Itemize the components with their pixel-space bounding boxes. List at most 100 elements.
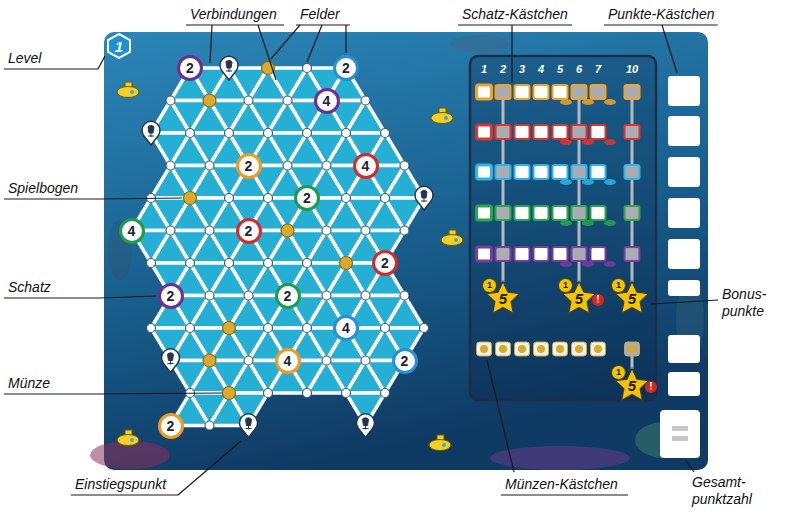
callout-label: Münzen-Kästchen [505,476,618,493]
level-number: 1 [115,38,123,55]
submarine-hull [429,440,451,451]
submarine-hull [117,435,139,446]
score-box [668,280,700,296]
leader-line [651,300,718,304]
leader-line [210,25,212,63]
treasure-box [515,206,530,220]
treasure-box [553,165,568,179]
label-underline [296,24,350,25]
entry-pin [415,186,433,210]
treasure-gem [604,220,616,226]
field [186,324,195,333]
leader-line [307,25,322,62]
treasure-box [477,206,492,220]
leader-line [271,25,300,59]
leader-line [178,441,241,495]
treasure-gem [604,179,616,185]
bonus-count: 1 [611,365,626,380]
coins [184,62,353,400]
coin-box [572,342,587,356]
column-number: 6 [569,63,589,76]
treasure-token: 4 [275,348,301,374]
entry-point [142,121,160,145]
column-number: 5 [550,63,570,76]
coin [203,354,216,367]
submarine [431,108,453,124]
submarine-window [130,438,134,442]
treasure-token: 2 [372,250,398,276]
treasure-box [625,125,640,139]
label-underline [186,24,284,25]
bonus-points: 5 [485,291,521,307]
treasure-box [477,165,492,179]
bonus-star: 15! [561,280,597,316]
treasure-box [515,125,530,139]
coin-box [477,342,492,356]
treasure-value: 4 [284,354,292,368]
treasure-value: 2 [284,289,292,303]
submarine [117,430,139,446]
callout-label: Schatz-Kästchen [462,6,568,23]
treasure-token: 2 [333,55,359,81]
treasure-token: 4 [314,88,340,114]
score-box [668,335,700,363]
field [322,226,331,235]
callout-label: Bonus- punkte [722,286,788,320]
field [322,291,331,300]
score-panel [470,56,656,400]
treasure-box [496,206,511,220]
coin-box [591,342,606,356]
bonus-star: 15 [614,280,650,316]
callout-label: Gesamt- punktzahl [692,474,772,508]
treasure-token: 2 [236,218,262,244]
treasure-value: 2 [342,61,350,75]
label-underline [604,24,718,25]
bonus-track [631,356,634,369]
treasure-box [496,165,511,179]
leader-line [662,25,677,73]
treasure-value: 2 [167,419,175,433]
entry-pin [240,414,258,438]
leader-line [686,461,694,472]
field [381,129,390,138]
field [420,324,429,333]
diver-glyph [148,125,154,137]
column-number: 7 [588,63,608,76]
submarine-hull [431,113,453,124]
entry-point [240,414,258,438]
field [283,96,292,105]
treasure-box [553,85,568,99]
field [361,291,370,300]
treasure-box [534,125,549,139]
field [381,324,390,333]
treasure-value: 2 [401,354,409,368]
leader-line [100,198,182,199]
entry-point [415,186,433,210]
label-underline [4,68,98,69]
column-number: 4 [531,63,551,76]
coin-box-coin [575,345,583,353]
treasure-box [625,206,640,220]
leader-line [258,25,276,80]
treasure-box [515,247,530,261]
treasure-token: 2 [236,153,262,179]
field [381,194,390,203]
field [205,226,214,235]
badge-hexagon [108,34,130,58]
coral [450,35,510,53]
field [303,64,312,73]
treasure-box [534,247,549,261]
treasure-token: 2 [177,55,203,81]
treasure-box [553,125,568,139]
field [264,129,273,138]
coin-box-coin [556,345,564,353]
treasure-token: 4 [333,315,359,341]
coin [281,224,294,237]
field [147,324,156,333]
level-badge: 1 [106,33,132,59]
field [303,129,312,138]
submarine-hull [441,235,463,246]
callout-label: Einstiegspunkt [75,476,166,493]
treasure-box [591,247,606,261]
